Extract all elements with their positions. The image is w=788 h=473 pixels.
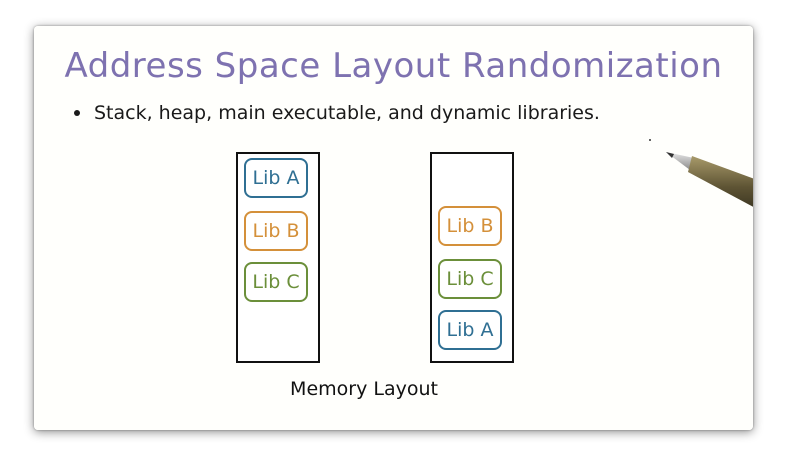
memory-column-left: Lib A Lib B Lib C xyxy=(236,152,320,363)
memory-layout-caption: Memory Layout xyxy=(290,378,438,400)
pen-mark xyxy=(649,139,651,141)
lib-box-left-2: Lib B xyxy=(244,211,308,251)
lib-box-right-3: Lib A xyxy=(438,310,502,350)
slide-canvas: Address Space Layout Randomization Stack… xyxy=(34,26,753,430)
bullet-text: Stack, heap, main executable, and dynami… xyxy=(94,102,600,124)
memory-column-right: Lib B Lib C Lib A xyxy=(430,152,514,363)
lib-box-left-1: Lib A xyxy=(244,158,308,198)
lib-box-right-2: Lib C xyxy=(438,259,502,299)
lib-box-left-3: Lib C xyxy=(244,262,308,302)
slide-frame: Address Space Layout Randomization Stack… xyxy=(34,26,753,430)
bullet-item: Stack, heap, main executable, and dynami… xyxy=(74,102,600,124)
bullet-dot-icon xyxy=(74,110,80,116)
slide-title: Address Space Layout Randomization xyxy=(64,46,723,86)
pen-icon xyxy=(666,152,753,207)
lib-box-right-1: Lib B xyxy=(438,206,502,246)
